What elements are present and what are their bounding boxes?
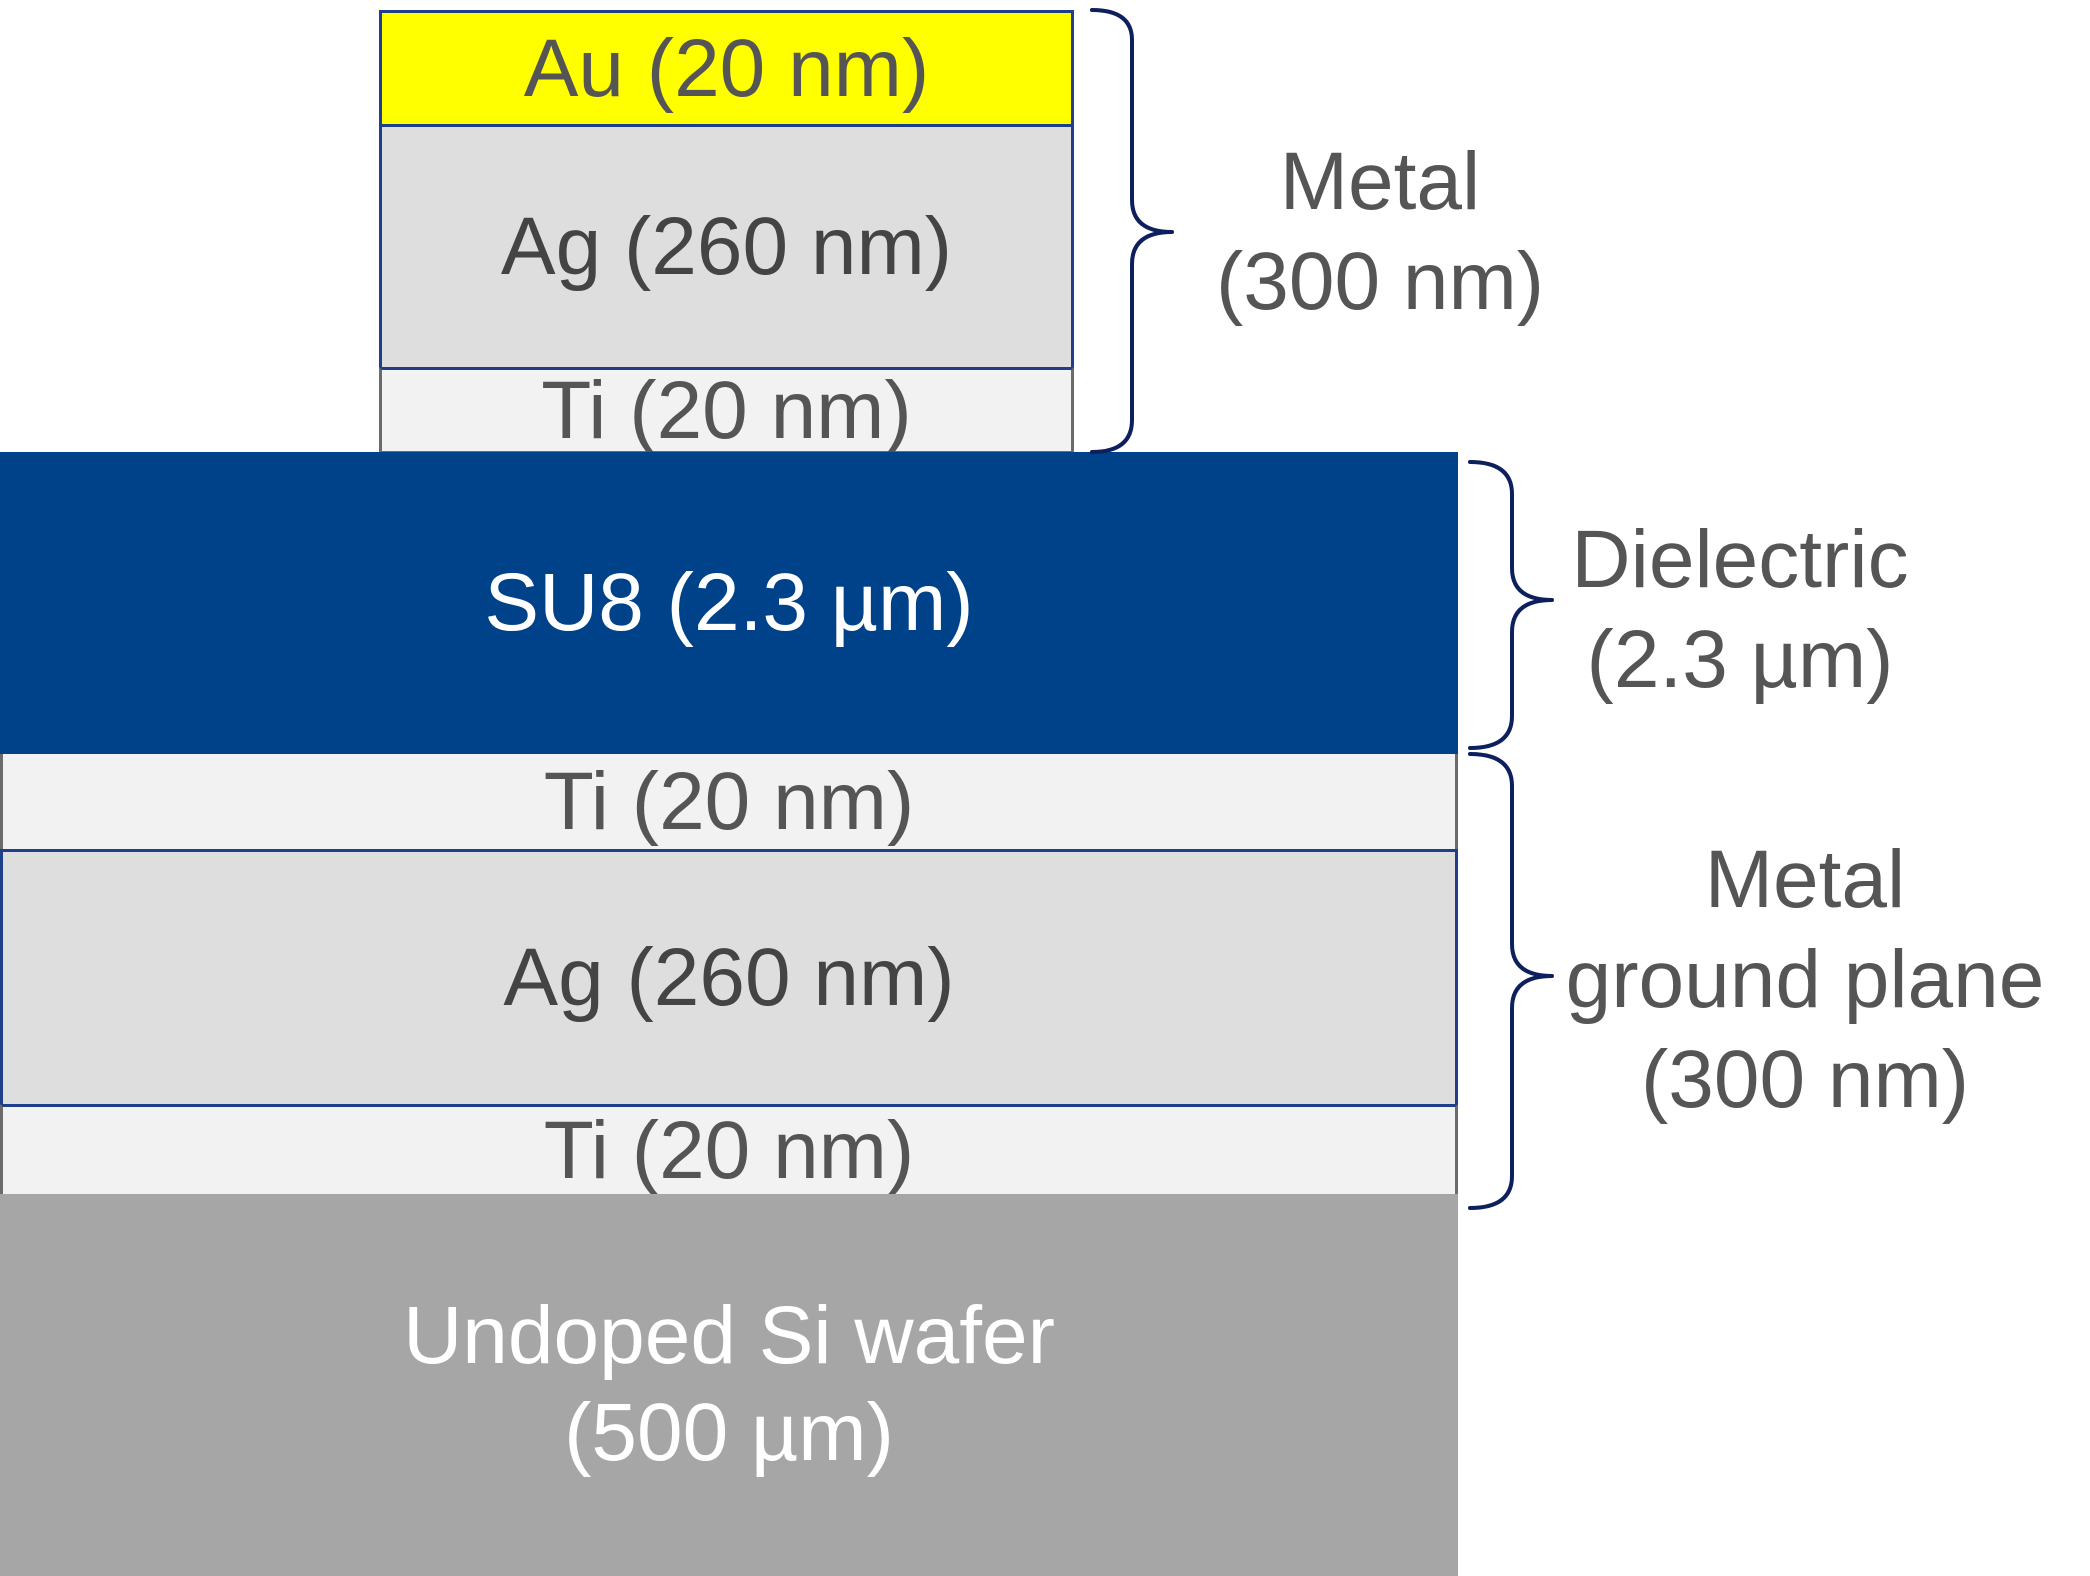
ti-layer-top-label: Ti (20 nm) [541, 364, 912, 456]
ti-layer-top: Ti (20 nm) [379, 364, 1074, 456]
metal-annotation: Metal (300 nm) [1180, 132, 1580, 332]
ti-layer-ground-bottom-label: Ti (20 nm) [543, 1104, 915, 1196]
dielectric-annotation-line1: Dielectric [1571, 514, 1909, 605]
metal-annotation-line1: Metal [1279, 136, 1481, 227]
ag-layer-ground-label: Ag (260 nm) [503, 932, 955, 1024]
ground-brace [1468, 752, 1554, 1210]
su8-layer: SU8 (2.3 µm) [0, 452, 1458, 754]
ground-plane-annotation: Metal ground plane (300 nm) [1545, 830, 2065, 1130]
ground-plane-annotation-line2: ground plane [1565, 934, 2045, 1026]
dielectric-brace [1468, 460, 1554, 750]
ti-layer-ground-bottom: Ti (20 nm) [0, 1104, 1458, 1196]
au-layer-label: Au (20 nm) [523, 22, 930, 114]
ti-layer-ground-top-label: Ti (20 nm) [543, 755, 915, 847]
au-layer: Au (20 nm) [379, 10, 1074, 127]
bottom-stack: SU8 (2.3 µm) Ti (20 nm) Ag (260 nm) Ti (… [0, 452, 1458, 1576]
metal-annotation-line2: (300 nm) [1215, 236, 1545, 328]
su8-layer-label: SU8 (2.3 µm) [484, 557, 974, 649]
ground-plane-annotation-line3: (300 nm) [1640, 1034, 1970, 1126]
ground-plane-annotation-line1: Metal [1704, 834, 1906, 925]
si-wafer-label-line2: (500 µm) [564, 1387, 894, 1478]
metal-brace [1090, 8, 1174, 454]
ag-layer-top-label: Ag (260 nm) [500, 201, 953, 293]
ti-layer-ground-top: Ti (20 nm) [0, 754, 1458, 852]
dielectric-annotation: Dielectric (2.3 µm) [1540, 510, 1940, 710]
si-wafer-layer: Undoped Si wafer (500 µm) [0, 1194, 1458, 1576]
top-metal-stack: Au (20 nm) Ag (260 nm) Ti (20 nm) [379, 10, 1074, 456]
si-wafer-label-line1: Undoped Si wafer [403, 1290, 1055, 1382]
dielectric-annotation-line2: (2.3 µm) [1586, 614, 1894, 706]
